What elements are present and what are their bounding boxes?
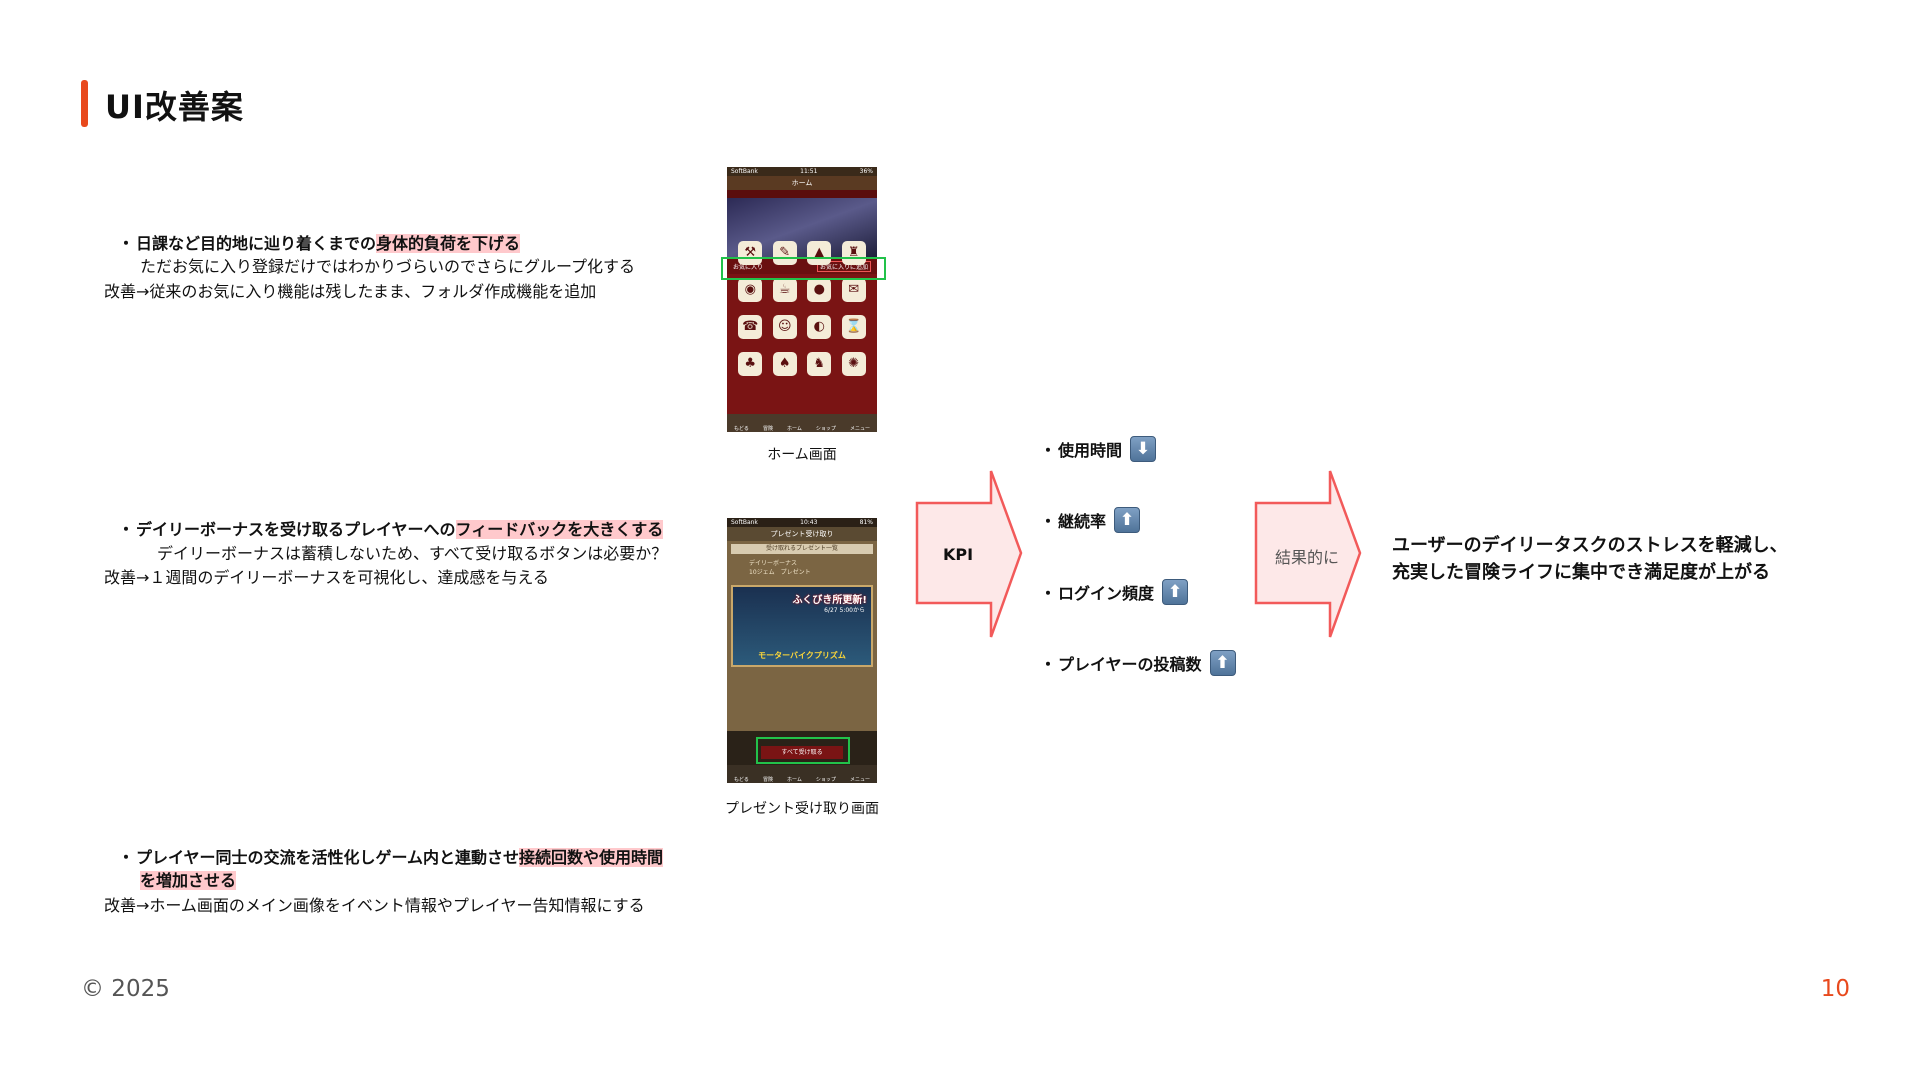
result-arrow [1254,470,1362,638]
menu-icon[interactable]: ● [807,278,832,302]
kpi-item: ・ログイン頻度⬆ [1040,579,1189,605]
present-item: デイリーボーナス 10ジェム プレゼント [727,557,877,579]
section-1-bullet: ・日課など目的地に辿り着くまでの身体的負荷を下げる [118,234,521,253]
banner-subtitle: モーターバイクプリズム [758,651,846,660]
nav-adventure[interactable]: 冒険 [762,426,773,432]
status-bar: SoftBank 11:51 36% [727,167,877,176]
nav-menu[interactable]: メニュー [849,777,870,783]
bottom-nav: もどる 冒険 ホーム ショップ メニュー [727,414,877,432]
kpi-label: KPI [943,545,974,564]
menu-icon[interactable]: ♠ [772,352,797,376]
menu-icon[interactable]: ☎ [738,315,763,339]
section-2-bullet: ・デイリーボーナスを受け取るプレイヤーへのフィードバックを大きくする [118,520,664,539]
status-bar: SoftBank 10:43 81% [727,518,877,527]
favorites-focus-box [721,257,886,280]
slide-title: UI改善案 [105,88,244,126]
banner-title: ふくびき所更新! [792,595,867,606]
menu-icon[interactable]: ♞ [807,352,832,376]
home-screen-caption: ホーム画面 [767,447,837,463]
nav-home[interactable]: ホーム [787,426,802,432]
result-text: ユーザーのデイリータスクのストレスを軽減し、 充実した冒険ライフに集中でき満足度… [1392,532,1788,586]
nav-back[interactable]: もどる [734,426,749,432]
kpi-item: ・プレイヤーの投稿数⬆ [1040,650,1236,676]
menu-icon[interactable]: ◐ [807,315,832,339]
section-3-bullet-cont: を増加させる [140,871,237,890]
receive-all-focus-box [756,737,850,764]
time: 10:43 [800,519,818,526]
present-item-detail: 10ジェム プレゼント [749,569,811,576]
bottom-nav: もどる 冒険 ホーム ショップ メニュー [727,765,877,783]
section-1-detail: ただお気に入り登録だけではわかりづらいのでさらにグループ化する [140,257,636,276]
banner-date: 6/27 5:00から [824,607,865,614]
kpi-item: ・継続率⬆ [1040,507,1141,533]
menu-icon[interactable]: ♜ [841,241,866,265]
kpi-arrow [915,470,1023,638]
menu-icon[interactable]: ▲ [807,241,832,265]
menu-icon[interactable]: ✉ [841,278,866,302]
present-header: プレゼント受け取り [727,527,877,541]
time: 11:51 [800,168,818,175]
present-screen-caption: プレゼント受け取り画面 [725,801,879,817]
section-1-improvement: 改善→従来のお気に入り機能は残したまま、フォルダ作成機能を追加 [104,282,597,301]
up-arrow-icon: ⬆ [1162,579,1189,605]
section-2-improvement: 改善→１週間のデイリーボーナスを可視化し、達成感を与える [104,568,549,587]
section-3-improvement: 改善→ホーム画面のメイン画像をイベント情報やプレイヤー告知情報にする [104,896,645,915]
receive-all-button[interactable]: すべて受け取る [761,746,843,759]
home-header: ホーム [727,176,877,190]
title-accent-bar [81,80,88,127]
section-3-bullet: ・プレイヤー同士の交流を活性化しゲーム内と連動させ接続回数や使用時間 [118,848,664,867]
nav-adventure[interactable]: 冒険 [762,777,773,783]
present-item-name: デイリーボーナス [749,560,798,567]
section-2-detail: デイリーボーナスは蓄積しないため、すべて受け取るボタンは必要か？ [157,544,668,563]
carrier: SoftBank [731,168,758,175]
menu-icon[interactable]: ✎ [772,241,797,265]
menu-icon[interactable]: ☕ [772,278,797,302]
menu-icon[interactable]: ⚒ [738,241,763,265]
menu-icon[interactable]: ◉ [738,278,763,302]
menu-icon[interactable]: ⌛ [841,315,866,339]
carrier: SoftBank [731,519,758,526]
page-number: 10 [1820,976,1850,1002]
down-arrow-icon: ⬇ [1130,436,1157,462]
menu-grid: ⚒ ✎ ▲ ♜ ◉ ☕ ● ✉ ☎ ☺ ◐ ⌛ ♣ ♠ ♞ ✺ [733,241,871,376]
battery: 36% [859,168,873,175]
present-list-title: 受け取れるプレゼント一覧 [731,544,873,554]
nav-back[interactable]: もどる [734,777,749,783]
favorites-label[interactable]: お気に入り [733,263,764,271]
kpi-item: ・使用時間⬇ [1040,436,1157,462]
nav-home[interactable]: ホーム [787,777,802,783]
battery: 81% [859,519,873,526]
menu-icon[interactable]: ☺ [772,315,797,339]
event-banner[interactable]: ふくびき所更新! 6/27 5:00から モーターバイクプリズム [731,585,873,667]
result-line-2: 充実した冒険ライフに集中でき満足度が上がる [1392,562,1770,583]
nav-shop[interactable]: ショップ [815,777,836,783]
menu-icon[interactable]: ♣ [738,352,763,376]
copyright: © 2025 [81,976,170,1002]
up-arrow-icon: ⬆ [1114,507,1141,533]
menu-icon[interactable]: ✺ [841,352,866,376]
result-line-1: ユーザーのデイリータスクのストレスを軽減し、 [1392,535,1788,556]
nav-shop[interactable]: ショップ [815,426,836,432]
up-arrow-icon: ⬆ [1209,650,1236,676]
result-label: 結果的に [1275,548,1340,567]
nav-menu[interactable]: メニュー [849,426,870,432]
